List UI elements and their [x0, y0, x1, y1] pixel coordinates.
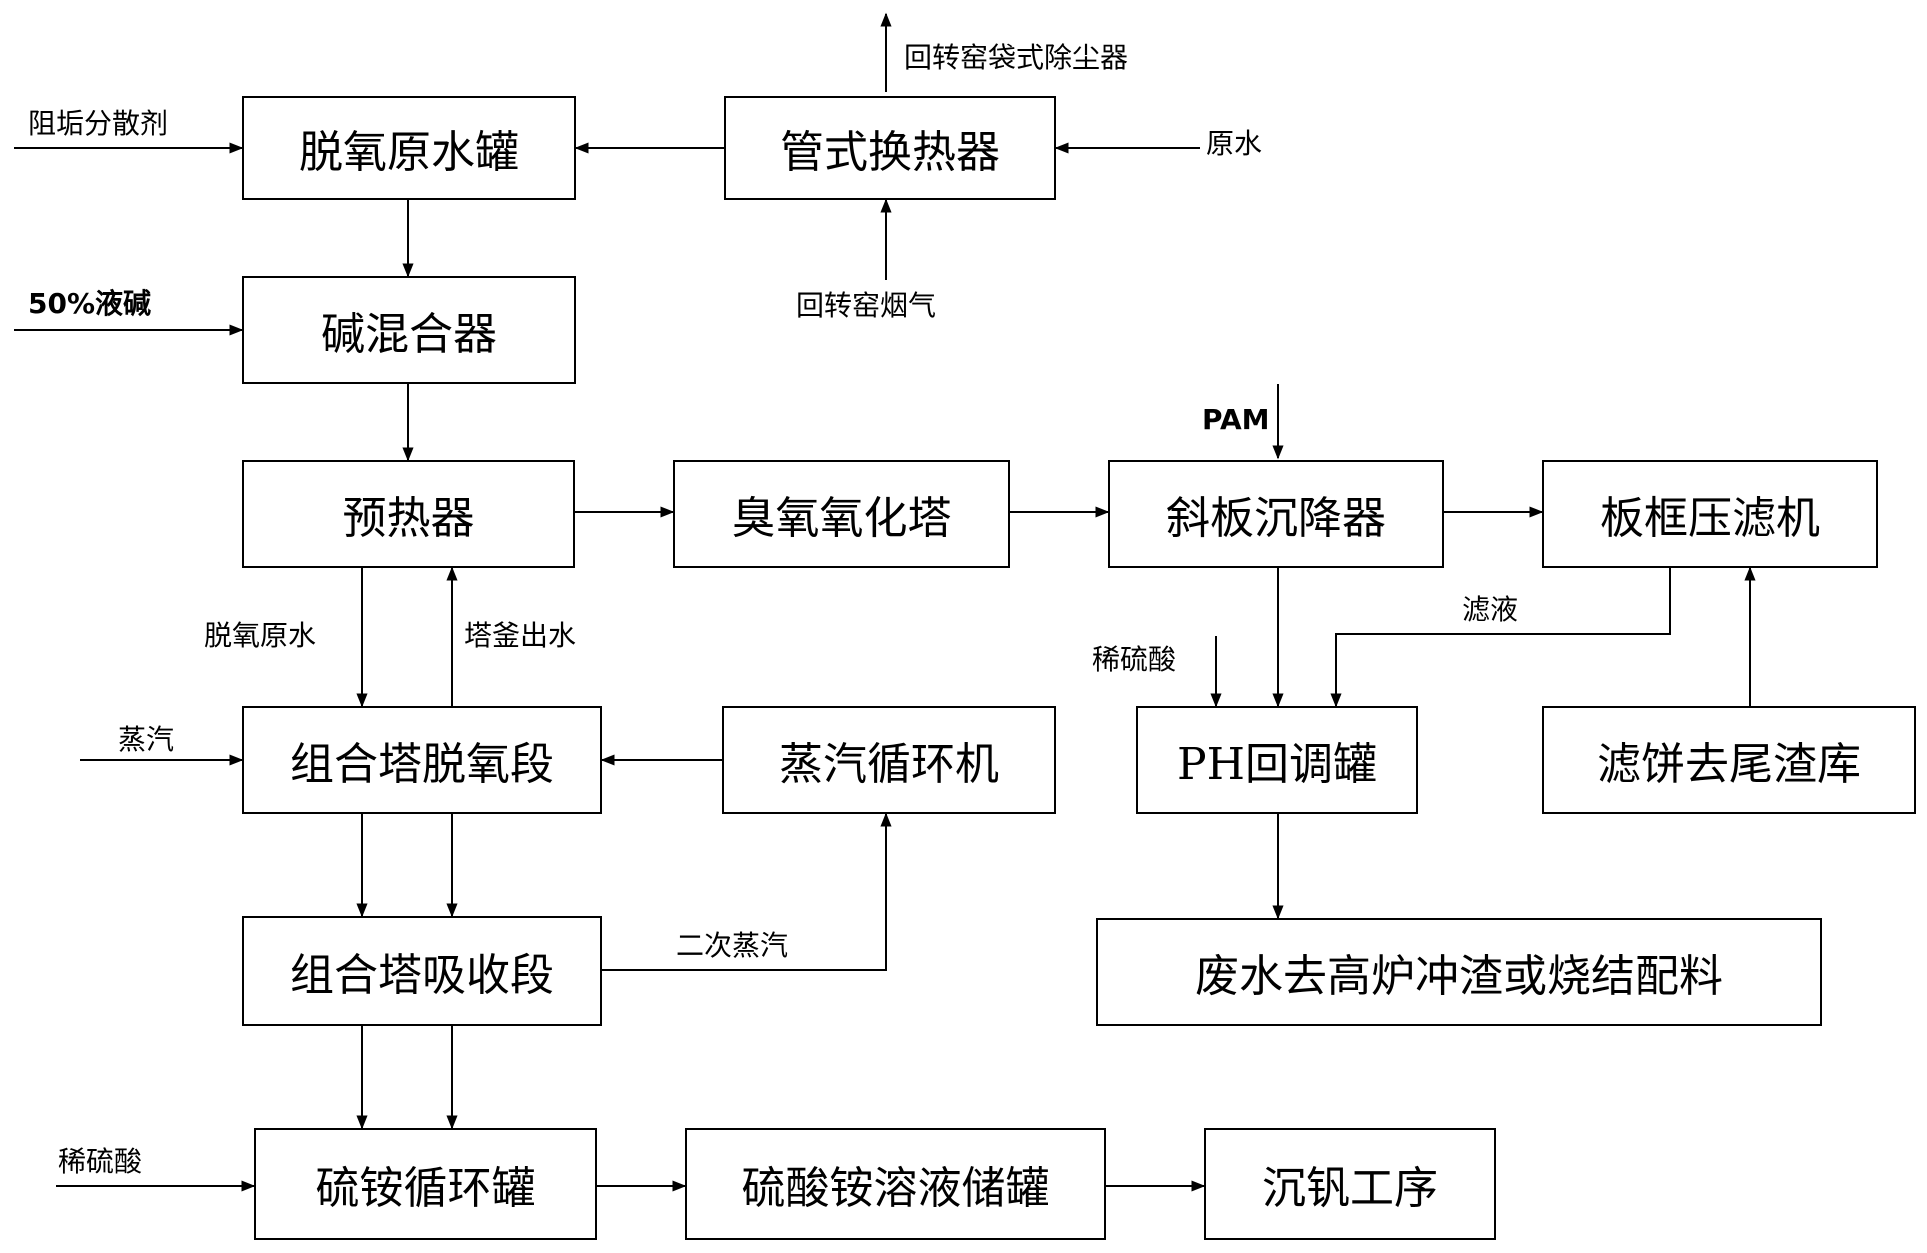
tower-bottom-water-label: 塔釜出水 [464, 619, 577, 652]
ammonium-sulfate-circulation-tank-box: 硫铵循环罐 [254, 1128, 597, 1240]
plate-frame-filter-press-box: 板框压滤机 [1542, 460, 1878, 568]
alkali-mixer-box: 碱混合器 [242, 276, 576, 384]
scale-inhibitor-label: 阻垢分散剂 [28, 107, 169, 140]
dilute-acid-circ-label: 稀硫酸 [58, 1145, 143, 1178]
kiln-bag-filter-label: 回转窑袋式除尘器 [904, 41, 1129, 74]
combined-tower-deox-section-box: 组合塔脱氧段 [242, 706, 602, 814]
wastewater-destination-box: 废水去高炉冲渣或烧结配料 [1096, 918, 1822, 1026]
tube-heat-exchanger-box: 管式换热器 [724, 96, 1056, 200]
inclined-plate-settler-box: 斜板沉降器 [1108, 460, 1444, 568]
liquid-alkali-label: 50%液碱 [28, 287, 152, 320]
preheater-box: 预热器 [242, 460, 575, 568]
ammonium-sulfate-storage-tank-box: 硫酸铵溶液储罐 [685, 1128, 1106, 1240]
steam-label: 蒸汽 [118, 723, 175, 756]
deox-raw-water-tank-box: 脱氧原水罐 [242, 96, 576, 200]
ozone-oxidation-tower-box: 臭氧氧化塔 [673, 460, 1010, 568]
combined-tower-absorb-section-box: 组合塔吸收段 [242, 916, 602, 1026]
kiln-flue-gas-label: 回转窑烟气 [796, 289, 937, 322]
secondary-steam-label: 二次蒸汽 [676, 929, 789, 962]
steam-circulator-box: 蒸汽循环机 [722, 706, 1056, 814]
filtrate-label: 滤液 [1462, 593, 1519, 626]
vanadium-precipitation-box: 沉钒工序 [1204, 1128, 1496, 1240]
raw-water-label: 原水 [1206, 127, 1263, 160]
arrow-filtrate [1330, 568, 1671, 708]
ph-adjust-tank-box: PH回调罐 [1136, 706, 1418, 814]
pam-label: PAM [1202, 403, 1270, 436]
filter-cake-tailings-box: 滤饼去尾渣库 [1542, 706, 1916, 814]
dilute-acid-ph-label: 稀硫酸 [1092, 643, 1177, 676]
arrow-secondary-steam [602, 812, 892, 971]
deox-raw-water-label: 脱氧原水 [204, 619, 317, 652]
